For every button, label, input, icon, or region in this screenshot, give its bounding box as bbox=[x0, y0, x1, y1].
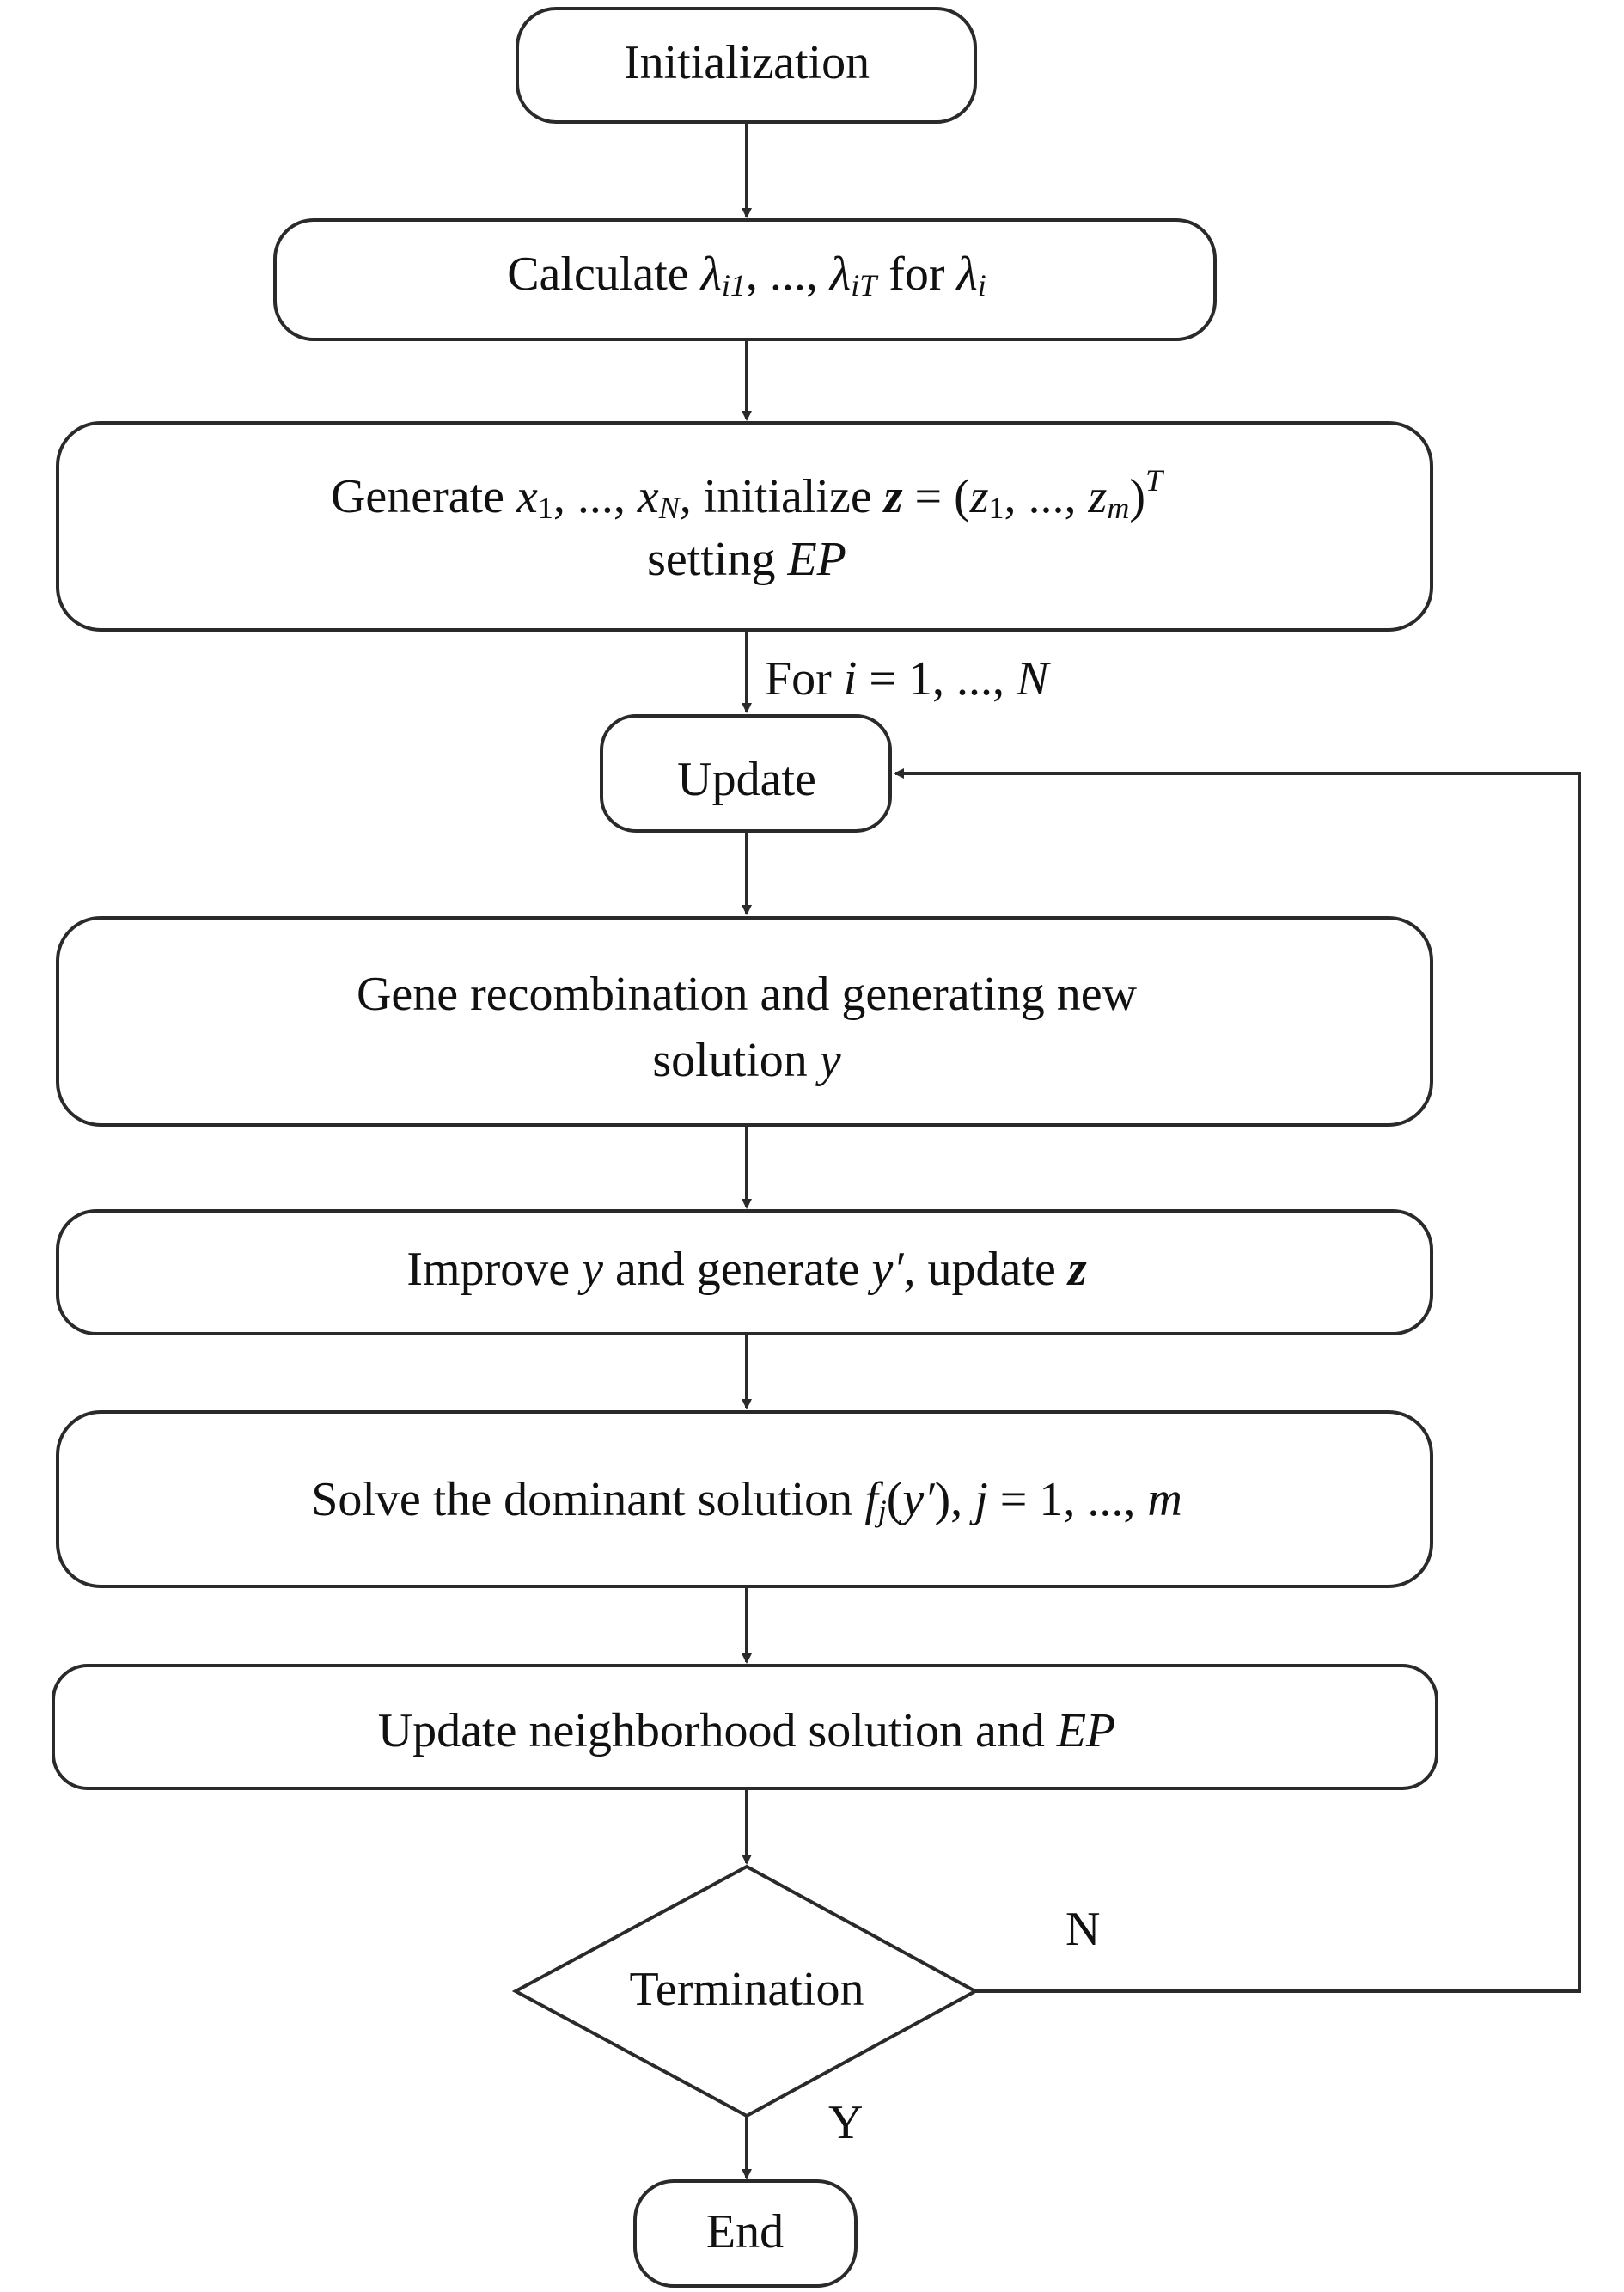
edge-label-no: N bbox=[1065, 1903, 1100, 1956]
node-update-label: Update bbox=[677, 753, 816, 806]
edge-label-loop: For i = 1, ..., N bbox=[765, 652, 1051, 706]
node-termination bbox=[511, 1864, 980, 2118]
node-initialization-label: Initialization bbox=[624, 36, 870, 89]
node-neighborhood-label: Update neighborhood solution and EP bbox=[378, 1704, 1116, 1757]
node-improve-label: Improve y and generate y′, update z bbox=[406, 1243, 1086, 1296]
node-solve bbox=[56, 1410, 1433, 1588]
node-end-label: End bbox=[706, 2205, 784, 2258]
node-calculate bbox=[273, 218, 1217, 341]
node-calculate-label: Calculate λi1, ..., λiT for λi bbox=[507, 248, 986, 303]
node-generate bbox=[56, 421, 1433, 632]
node-gene-line2: solution y bbox=[652, 1034, 840, 1087]
node-generate-line1: Generate x1, ..., xN, initialize z = (z1… bbox=[331, 463, 1165, 525]
node-update-neighborhood bbox=[52, 1664, 1438, 1790]
node-termination-label: Termination bbox=[630, 1963, 864, 2016]
node-gene-recombination bbox=[56, 916, 1433, 1127]
edge-termination-loop-back bbox=[894, 768, 1581, 1993]
node-initialization bbox=[516, 7, 977, 124]
node-end bbox=[633, 2179, 858, 2288]
node-improve bbox=[56, 1209, 1433, 1335]
node-generate-line2: setting EP bbox=[647, 533, 846, 586]
node-solve-label: Solve the dominant solution fj(y′), j = … bbox=[311, 1473, 1182, 1528]
node-update bbox=[600, 714, 892, 833]
node-gene-line1: Gene recombination and generating new bbox=[357, 968, 1138, 1021]
edge-label-yes: Y bbox=[828, 2096, 863, 2149]
